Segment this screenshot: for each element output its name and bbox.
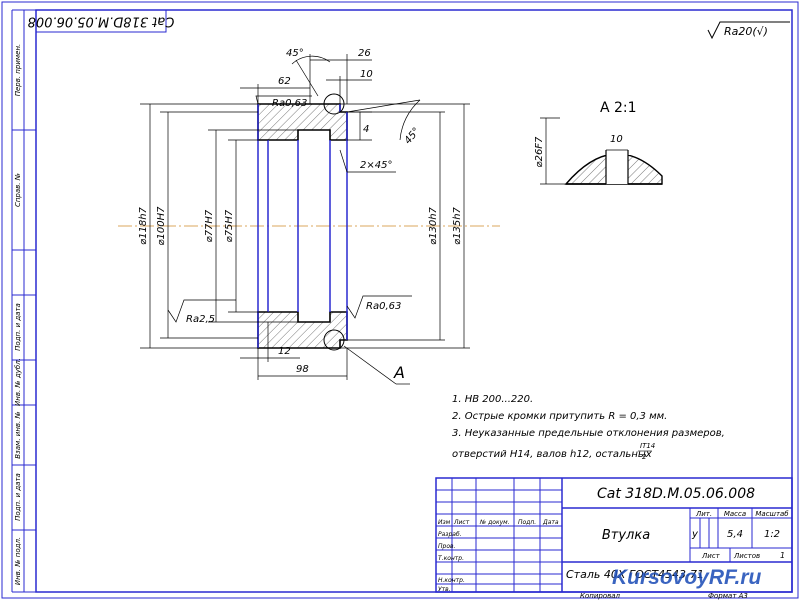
roughness-general: Ra20(√) <box>707 21 790 40</box>
section-top <box>257 103 348 141</box>
side-label-0: Перв. примен. <box>14 44 22 97</box>
dim-angle-top: 45° <box>286 48 304 59</box>
side-label-6: Инв. № подл. <box>14 537 22 585</box>
dim-chamfer: 2×45° <box>360 160 392 171</box>
side-strip <box>11 9 36 593</box>
dim-callout: A <box>393 363 405 382</box>
tb-part-name: Втулка <box>602 528 650 543</box>
tb-sheets-label: Листов <box>733 552 760 560</box>
dim-dia-135: ⌀135h7 <box>452 206 463 244</box>
dim-dia-118: ⌀118h7 <box>138 206 149 244</box>
detail-dia: ⌀26F7 <box>534 136 545 167</box>
dim-98: 98 <box>296 364 309 375</box>
dim-dia-130: ⌀130h7 <box>428 206 439 244</box>
title-block-texts: Cat 318D.M.05.06.008 Втулка Сталь 40Х ГО… <box>438 486 789 600</box>
dim-12: 12 <box>278 346 291 357</box>
tb-row-4: Н.контр. <box>438 577 465 584</box>
dimension-lines <box>140 54 470 385</box>
dim-ra-top: Ra0,63 <box>272 98 307 109</box>
note-fraction-den: 2 <box>642 453 647 461</box>
dim-dia-100: ⌀100H7 <box>156 206 167 246</box>
tb-row-1: Пров. <box>438 543 456 550</box>
tb-row-5: Утв. <box>438 586 451 593</box>
detail-a: A 2:1 10 ⌀26F7 <box>534 100 663 185</box>
code-box <box>35 9 167 33</box>
side-label-4: Взам. инв. № <box>14 411 22 459</box>
tb-lit-header: Лит. <box>695 510 712 518</box>
side-labels: Перв. примен. Справ. № Подп. и дата Инв.… <box>14 44 22 585</box>
dim-62: 62 <box>278 76 291 87</box>
detail-circle-bottom <box>323 329 345 351</box>
inner-frame <box>35 9 793 593</box>
note-1: 1. HB 200...220. <box>452 394 533 405</box>
tb-col-2: № докум. <box>479 519 510 526</box>
tb-designation: Cat 318D.M.05.06.008 <box>597 486 755 502</box>
title-block <box>435 477 793 593</box>
tb-scale-header: Масштаб <box>755 510 789 518</box>
detail-width: 10 <box>610 134 623 145</box>
dim-ra-right: Ra0,63 <box>366 301 401 312</box>
side-label-5: Подп. и дата <box>14 473 22 521</box>
tb-lit-value: у <box>691 529 699 540</box>
tb-col-4: Дата <box>542 519 559 526</box>
bore-lines <box>257 104 348 348</box>
note-4: отверстий H14, валов h12, остальных <box>452 449 652 460</box>
side-label-3: Инв. № дубл. <box>14 358 22 406</box>
tb-sheets-value: 1 <box>780 551 785 560</box>
dimension-texts: 45° 26 10 62 Ra0,63 4 2×45° 45° ⌀118h7 ⌀… <box>138 48 463 382</box>
dim-10: 10 <box>360 69 373 80</box>
note-3: 3. Неуказанные предельные отклонения раз… <box>452 428 725 439</box>
tb-mass-value: 5,4 <box>727 529 743 540</box>
tb-col-1: Лист <box>453 519 470 526</box>
note-2: 2. Острые кромки притупить R = 0,3 мм. <box>452 411 667 422</box>
watermark: KursovoyRF.ru <box>612 566 762 589</box>
tb-material: Сталь 40Х ГОСТ4543-71 <box>566 568 704 581</box>
tech-notes: 1. HB 200...220. 2. Острые кромки притуп… <box>452 394 725 461</box>
dim-ra-left: Ra2,5 <box>186 314 215 325</box>
dim-4: 4 <box>363 124 369 135</box>
tb-col-3: Подп. <box>518 519 536 526</box>
tb-scale-value: 1:2 <box>764 529 780 540</box>
code-box-text: Cat 318D.M.05.06.008 <box>28 14 175 29</box>
detail-title: A 2:1 <box>600 100 637 116</box>
tb-row-2: Т.контр. <box>438 555 464 562</box>
tb-col-0: Изм <box>438 519 451 526</box>
side-label-2: Подп. и дата <box>14 303 22 351</box>
tb-sheet-label: Лист <box>701 552 721 560</box>
dim-26: 26 <box>358 48 371 59</box>
side-label-1: Справ. № <box>14 173 22 207</box>
tb-format: Формат A3 <box>708 592 748 600</box>
note-fraction-num: IT14 <box>640 442 655 450</box>
tb-row-0: Разраб. <box>438 531 462 538</box>
dim-dia-75: ⌀75H7 <box>224 209 235 242</box>
tb-copied: Копировал <box>580 592 621 600</box>
roughness-general-text: Ra20(√) <box>724 25 768 38</box>
tb-mass-header: Масса <box>724 510 746 518</box>
dim-angle-right: 45° <box>403 126 423 147</box>
dim-dia-77: ⌀77H7 <box>204 209 215 242</box>
